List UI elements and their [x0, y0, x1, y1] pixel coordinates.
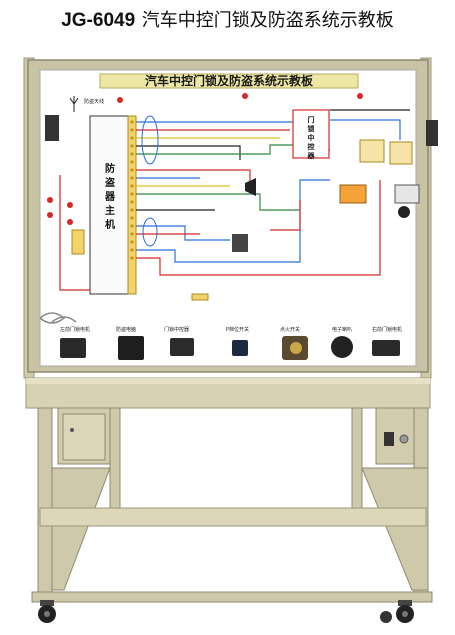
relay-box — [359, 139, 385, 163]
relay-box — [389, 141, 413, 165]
main-unit-label-3: 器 — [104, 191, 116, 203]
bottom-label-horn: 电子喇叭 — [332, 326, 352, 333]
fuse-box — [339, 184, 367, 204]
led-indicator — [117, 97, 123, 103]
door-lock-module — [170, 338, 194, 356]
product-title: 汽车中控门锁及防盗系统示教板 — [141, 10, 394, 31]
controller-label-2: 锁 — [307, 124, 315, 133]
controller-label-5: 器 — [307, 151, 316, 160]
main-unit-label-2: 盗 — [105, 176, 115, 189]
led-indicator — [357, 93, 363, 99]
product-caption: JG-6049 汽车中控门锁及防盗系统示教板 — [0, 6, 455, 32]
left-door-lock-actuator — [45, 115, 59, 141]
led-indicator — [67, 219, 73, 225]
led-indicator — [242, 93, 248, 99]
right-door-motor — [372, 340, 400, 356]
relay-component — [232, 234, 248, 252]
antenna-label: 防盗天线 — [84, 98, 104, 105]
p-position-switch — [232, 340, 248, 356]
ignition-key-icon — [290, 342, 302, 354]
board-header-strip — [99, 73, 359, 89]
electric-horn — [331, 336, 353, 358]
main-unit-label-4: 主 — [105, 204, 115, 217]
base-frame — [31, 591, 433, 603]
cable-coil — [39, 312, 77, 324]
door-lock-controller — [292, 109, 330, 159]
led-indicator — [47, 212, 53, 218]
fuse — [191, 293, 209, 301]
right-door-lock-actuator — [426, 120, 438, 146]
terminal-strip — [127, 115, 137, 295]
caster-wheel — [380, 611, 392, 623]
bottom-label-alarm-ecu: 防盗电脑 — [116, 326, 136, 333]
controller-label-4: 控 — [308, 142, 315, 151]
shelf-edge — [26, 378, 430, 384]
bottom-label-ignition: 点火开关 — [280, 326, 300, 333]
caster-wheel — [38, 600, 56, 623]
component-row — [60, 336, 400, 360]
main-unit-label-1: 防 — [105, 162, 115, 175]
alarm-main-unit — [89, 115, 131, 295]
horn-symbol-icon — [245, 178, 256, 196]
switch-knob — [398, 206, 410, 218]
bottom-label-left-door-motor: 左前门锁电机 — [60, 326, 90, 333]
wire-bundle-marker — [141, 115, 159, 165]
controller-label-3: 中 — [308, 133, 315, 142]
power-switch[interactable] — [384, 432, 394, 446]
lower-shelf — [39, 507, 427, 527]
bottom-label-right-door-motor: 右前门锁电机 — [372, 326, 402, 333]
cabinet-lock-icon — [70, 428, 74, 432]
main-unit-label-5: 机 — [105, 218, 115, 231]
board-title: 汽车中控门锁及防盗系统示教板 — [145, 73, 314, 88]
wire-bundle-marker — [142, 217, 158, 247]
antenna-icon — [69, 96, 79, 112]
controller-label-1: 门 — [308, 115, 315, 124]
fuse — [71, 229, 85, 255]
relay-box — [394, 184, 420, 204]
bottom-label-door-controller: 门锁中控器 — [164, 326, 189, 333]
model-number: JG-6049 — [61, 10, 136, 31]
left-door-motor — [60, 338, 86, 358]
led-indicator — [67, 202, 73, 208]
bottom-label-p-switch: P档位开关 — [226, 326, 249, 333]
alarm-ecu — [118, 336, 144, 360]
cabinet-door — [62, 413, 106, 461]
led-indicator — [47, 197, 53, 203]
power-socket-icon — [399, 434, 409, 444]
caster-wheel — [396, 600, 414, 623]
